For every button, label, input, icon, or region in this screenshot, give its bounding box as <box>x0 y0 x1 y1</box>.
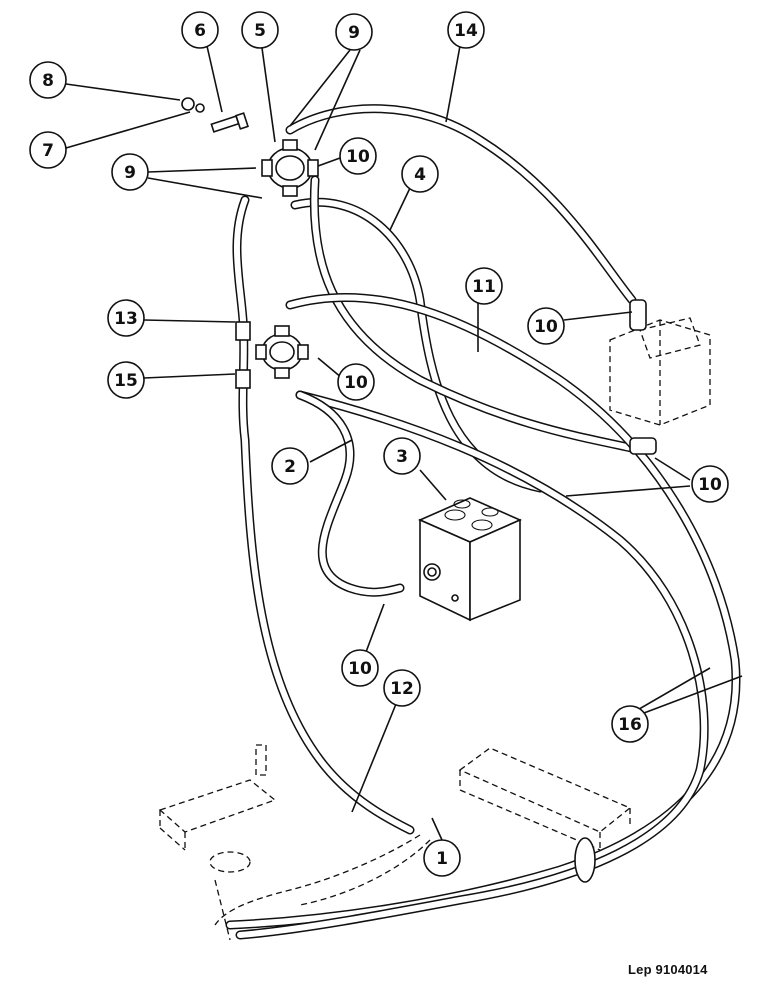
callout-10-top-manifold: 10 <box>339 137 377 175</box>
callout-8: 8 <box>29 61 67 99</box>
svg-text:3: 3 <box>396 447 408 467</box>
svg-text:10: 10 <box>346 147 370 167</box>
svg-text:9: 9 <box>124 163 136 183</box>
svg-text:15: 15 <box>114 371 138 391</box>
bottom-bracket-dashed <box>158 744 277 941</box>
callout-9-left: 9 <box>111 153 149 191</box>
callout-2: 2 <box>271 447 309 485</box>
callout-15: 15 <box>107 361 145 399</box>
svg-text:13: 13 <box>114 309 138 329</box>
callout-9-top: 9 <box>335 13 373 51</box>
callout-5: 5 <box>241 11 279 49</box>
lower-manifold <box>255 325 309 379</box>
svg-text:10: 10 <box>348 659 372 679</box>
callout-14: 14 <box>447 11 485 49</box>
svg-text:10: 10 <box>534 317 558 337</box>
hose-2 <box>295 390 405 597</box>
svg-text:5: 5 <box>254 21 266 41</box>
svg-text:16: 16 <box>618 715 642 735</box>
right-motor-dashed <box>609 299 711 455</box>
callout-6: 6 <box>181 11 219 49</box>
hose-group <box>225 104 741 940</box>
callout-10-block: 10 <box>341 649 379 687</box>
callout-12: 12 <box>383 669 421 707</box>
fitting-15 <box>235 369 251 389</box>
callout-3: 3 <box>383 437 421 475</box>
svg-text:4: 4 <box>414 165 426 185</box>
top-manifold <box>261 139 319 197</box>
bottom-dashed-hose-2 <box>299 839 431 906</box>
callouts: 1 2 3 4 5 6 7 8 9 9 10 10 10 10 10 10 11… <box>29 11 729 877</box>
hose-16 <box>235 390 709 940</box>
callout-4: 4 <box>401 155 439 193</box>
clamp <box>574 837 596 883</box>
control-block <box>418 497 522 622</box>
bolt-assembly <box>181 97 249 133</box>
callout-7: 7 <box>29 131 67 169</box>
callout-1: 1 <box>423 839 461 877</box>
bottom-dashed-hose <box>214 834 421 926</box>
fitting-13 <box>235 321 251 341</box>
callout-13: 13 <box>107 299 145 337</box>
svg-text:12: 12 <box>390 679 414 699</box>
bottom-tank-dashed <box>458 747 632 851</box>
figure-reference: Lep 9104014 <box>628 962 708 977</box>
svg-text:7: 7 <box>42 141 54 161</box>
callout-10-right: 10 <box>691 465 729 503</box>
svg-text:14: 14 <box>454 21 478 41</box>
callout-11: 11 <box>465 267 503 305</box>
svg-text:2: 2 <box>284 457 296 477</box>
svg-text:8: 8 <box>42 71 54 91</box>
callout-10-lower-manifold: 10 <box>337 363 375 401</box>
svg-text:11: 11 <box>472 277 496 297</box>
callout-10-motor-top: 10 <box>527 307 565 345</box>
callout-16: 16 <box>611 705 649 743</box>
svg-text:1: 1 <box>436 849 448 869</box>
svg-text:9: 9 <box>348 23 360 43</box>
svg-text:10: 10 <box>344 373 368 393</box>
svg-text:10: 10 <box>698 475 722 495</box>
svg-text:6: 6 <box>194 21 206 41</box>
leader-lines <box>65 45 743 841</box>
